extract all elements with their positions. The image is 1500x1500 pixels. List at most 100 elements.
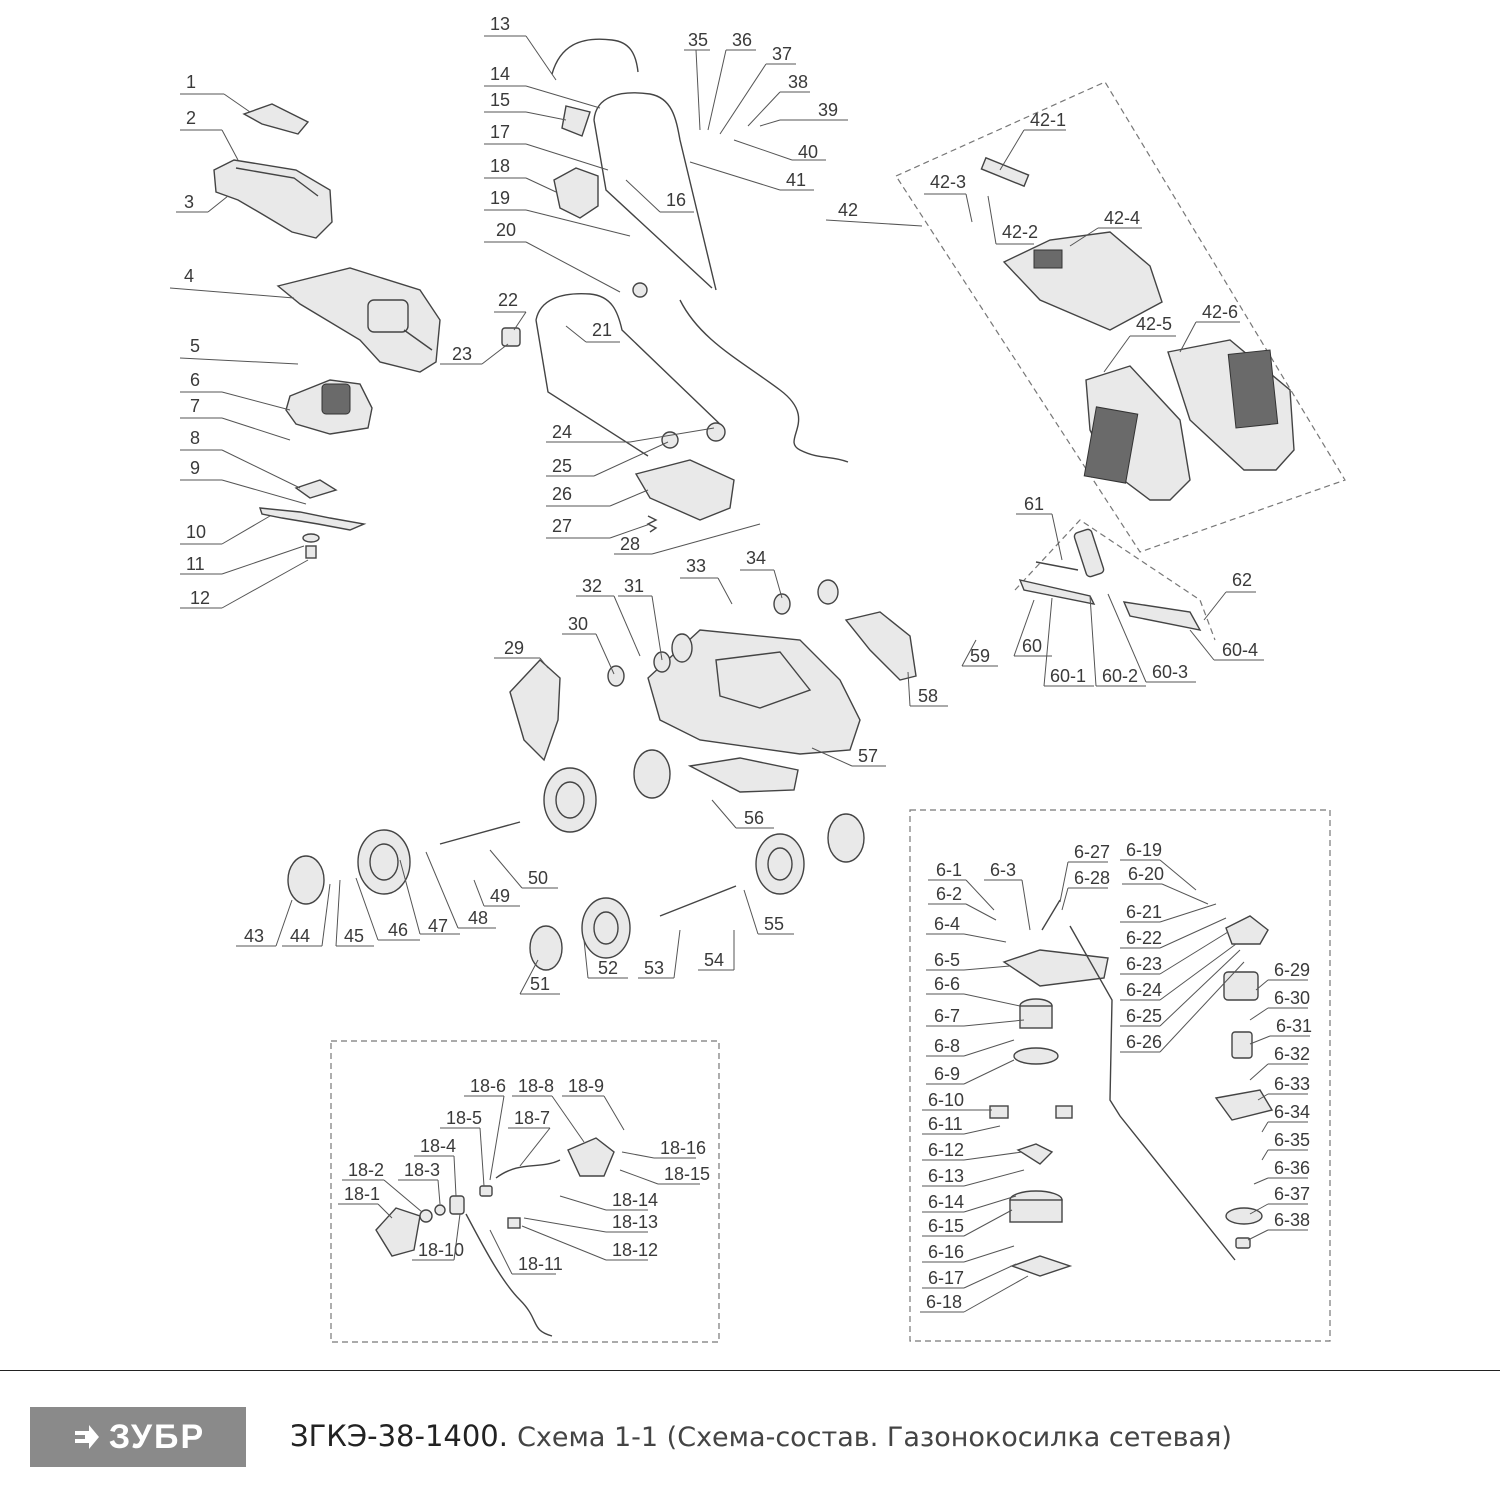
part-label: 6-21: [1120, 902, 1217, 923]
svg-text:6-13: 6-13: [928, 1166, 964, 1186]
part-label: 6-22: [1120, 917, 1227, 949]
part-label: 12: [180, 559, 309, 609]
part-label: 50: [489, 849, 558, 889]
part-label: 1: [180, 72, 251, 113]
front-chassis-part: [687, 757, 799, 793]
svg-text:46: 46: [388, 920, 408, 940]
part-label: 32: [576, 576, 641, 657]
part-label: 37: [719, 44, 796, 135]
part-label: 6-7: [926, 1006, 1025, 1027]
svg-text:6-26: 6-26: [1126, 1032, 1162, 1052]
part-label: 6-31: [1249, 1016, 1312, 1045]
part-label: 6-24: [1120, 943, 1237, 1001]
part-label: 5: [179, 336, 299, 365]
part-label: 18-10: [412, 1213, 464, 1261]
svg-text:6-22: 6-22: [1126, 928, 1162, 948]
part-label: 61: [1016, 494, 1063, 561]
svg-text:6-6: 6-6: [934, 974, 960, 994]
svg-text:6-31: 6-31: [1276, 1016, 1312, 1036]
svg-text:61: 61: [1024, 494, 1044, 514]
svg-text:42-6: 42-6: [1202, 302, 1238, 322]
cutting-blade-part: [258, 507, 367, 531]
svg-text:6-2: 6-2: [936, 884, 962, 904]
part-label: 6-18: [920, 1275, 1029, 1313]
svg-text:6-21: 6-21: [1126, 902, 1162, 922]
part-label: 6-29: [1255, 960, 1310, 991]
svg-text:6: 6: [190, 370, 200, 390]
svg-text:3: 3: [184, 192, 194, 212]
svg-text:7: 7: [190, 396, 200, 416]
part-label: 6: [180, 370, 291, 411]
svg-text:33: 33: [686, 556, 706, 576]
part-label: 29: [494, 638, 549, 669]
part-label: 57: [811, 746, 886, 767]
model-number: ЗГКЭ-38-1400.: [290, 1419, 508, 1453]
part-label: 44: [282, 883, 331, 947]
svg-text:6-33: 6-33: [1274, 1074, 1310, 1094]
part-label: 60-3: [1107, 593, 1196, 683]
svg-text:42-4: 42-4: [1104, 208, 1140, 228]
part-label: 18-12: [521, 1225, 658, 1261]
part-label: 6-17: [922, 1263, 1017, 1289]
svg-text:6-28: 6-28: [1074, 868, 1110, 888]
svg-text:59: 59: [970, 646, 990, 666]
part-label: 6-35: [1261, 1130, 1310, 1161]
svg-text:4: 4: [184, 266, 194, 286]
svg-text:18-12: 18-12: [612, 1240, 658, 1260]
footer-divider: [0, 1370, 1500, 1371]
part-label: 6-1: [928, 860, 995, 911]
rear-guard-part: [844, 611, 917, 681]
part-label: 6-19: [1120, 840, 1197, 891]
part-label: 54: [698, 930, 735, 971]
part-label: 39: [759, 100, 848, 127]
svg-text:6-17: 6-17: [928, 1268, 964, 1288]
svg-text:6-12: 6-12: [928, 1140, 964, 1160]
svg-text:60-2: 60-2: [1102, 666, 1138, 686]
lower-handle-part: [535, 293, 725, 457]
height-adjust-arm-part: [1018, 528, 1202, 631]
svg-text:18-11: 18-11: [518, 1254, 563, 1274]
part-label: 3: [176, 192, 229, 213]
part-label: 6-13: [922, 1166, 1025, 1187]
svg-text:49: 49: [490, 886, 510, 906]
axles-part: [439, 821, 737, 917]
part-label: 6-23: [1120, 931, 1229, 975]
svg-text:48: 48: [468, 908, 488, 928]
svg-text:18-6: 18-6: [470, 1076, 506, 1096]
part-label: 52: [583, 939, 628, 979]
part-label: 42-4: [1069, 208, 1142, 247]
svg-text:18-10: 18-10: [418, 1240, 464, 1260]
part-label: 6-14: [922, 1192, 1017, 1213]
part-label: 33: [680, 556, 733, 605]
svg-text:12: 12: [190, 588, 210, 608]
svg-text:45: 45: [344, 926, 364, 946]
part-label: 6-11: [922, 1114, 1001, 1135]
part-label: 6-28: [1061, 868, 1110, 911]
svg-text:55: 55: [764, 914, 784, 934]
part-label: 6-32: [1249, 1044, 1310, 1081]
svg-text:8: 8: [190, 428, 200, 448]
part-label: 20: [484, 220, 621, 293]
svg-text:42-1: 42-1: [1030, 110, 1066, 130]
part-label: 6-4: [926, 914, 1007, 943]
svg-text:51: 51: [530, 974, 550, 994]
svg-text:18-7: 18-7: [514, 1108, 550, 1128]
svg-text:20: 20: [496, 220, 516, 240]
part-label: 60-2: [1089, 595, 1146, 687]
cable-part: [679, 299, 849, 463]
motor-cover-housing-part: [276, 267, 441, 373]
part-label: 17: [484, 122, 609, 171]
svg-text:6-16: 6-16: [928, 1242, 964, 1262]
grass-box-right-part: [1167, 339, 1295, 471]
part-label: 60-1: [1043, 597, 1094, 687]
svg-text:18-2: 18-2: [348, 1160, 384, 1180]
svg-text:24: 24: [552, 422, 572, 442]
svg-text:2: 2: [186, 108, 196, 128]
part-label: 58: [907, 671, 948, 707]
switch-box-detail-frame: [330, 1040, 720, 1343]
svg-text:6-15: 6-15: [928, 1216, 964, 1236]
part-label: 35: [684, 30, 710, 131]
blade-bolt-part: [302, 533, 320, 559]
svg-text:30: 30: [568, 614, 588, 634]
part-label: 6-15: [922, 1209, 1013, 1237]
